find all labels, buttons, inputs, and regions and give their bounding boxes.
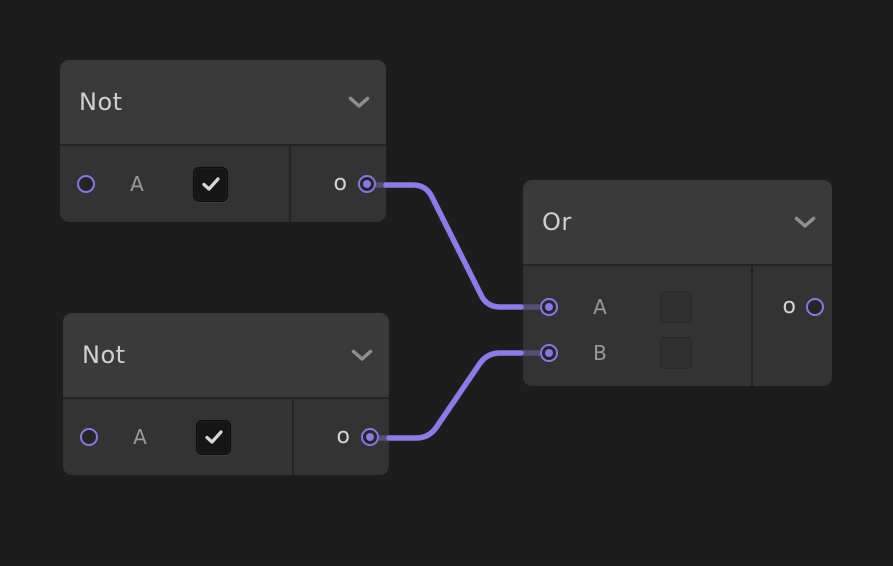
value-box-b [660,337,692,369]
node-not-1[interactable]: Not A o [60,60,386,224]
output-label: o [333,171,347,196]
node-or[interactable]: Or A B o [523,180,832,388]
outputs-section: o [291,146,386,222]
node-header[interactable]: Not [60,60,386,144]
wire-not2.o-or.B[interactable] [386,350,524,441]
checkbox-a[interactable] [196,419,231,455]
node-body: A B o [523,264,832,386]
output-port-o[interactable] [358,175,376,193]
input-port-b[interactable] [540,344,558,362]
inputs-section: A B [523,266,753,386]
input-row-a: A [523,284,751,330]
node-title: Or [542,208,572,236]
node-title: Not [82,341,126,369]
input-label: A [130,172,144,196]
input-port-a[interactable] [540,298,558,316]
input-port-a[interactable] [77,175,95,193]
outputs-section: o [753,266,832,386]
output-label: o [336,424,350,449]
node-body: A o [63,397,389,475]
input-label: A [593,295,607,319]
wire-not1.o-or.A[interactable] [383,182,524,310]
output-row: o [783,284,824,330]
checkbox-a[interactable] [193,166,228,202]
inputs-section: A [60,146,291,222]
input-label: A [133,425,147,449]
chevron-down-icon[interactable] [794,216,816,229]
value-box-a [660,291,692,323]
input-label: B [593,341,607,365]
outputs-section: o [294,399,389,475]
input-port-a[interactable] [80,428,98,446]
chevron-down-icon[interactable] [348,96,370,109]
input-row-b: B [523,330,751,376]
node-title: Not [79,88,123,116]
node-header[interactable]: Not [63,313,389,397]
inputs-section: A [63,399,294,475]
node-header[interactable]: Or [523,180,832,264]
output-label: o [782,294,796,319]
node-not-2[interactable]: Not A o [63,313,389,477]
node-body: A o [60,144,386,222]
output-port-o[interactable] [806,298,824,316]
chevron-down-icon[interactable] [351,349,373,362]
output-port-o[interactable] [361,428,379,446]
